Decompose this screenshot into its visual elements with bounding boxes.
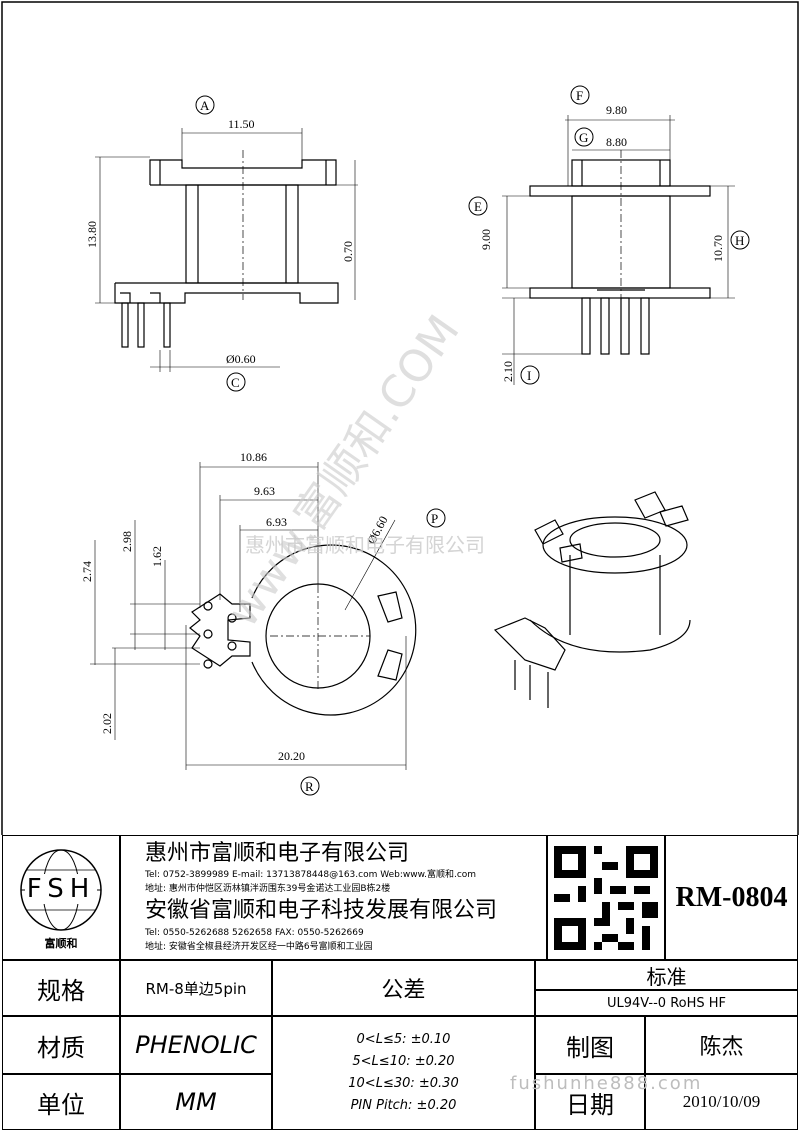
- front-height-dim: 13.80: [85, 221, 99, 248]
- spec-value: RM-8单边5pin: [120, 960, 272, 1016]
- unit-value: MM: [120, 1074, 272, 1130]
- bottom-view: [90, 462, 417, 770]
- standard-value: UL94V--0 RoHS HF: [535, 990, 798, 1016]
- bottom-v1-dim: 2.98: [120, 531, 134, 552]
- tolerance-line-4: PIN Pitch: ±0.20: [350, 1098, 457, 1113]
- material-label: 材质: [2, 1016, 120, 1074]
- balloon-f-label: F: [576, 88, 583, 103]
- model-cell: RM-0804: [665, 835, 798, 960]
- bottom-d3-dim: 6.93: [266, 515, 287, 529]
- tolerance-label: 公差: [272, 960, 535, 1016]
- balloon-i-label: I: [527, 368, 531, 383]
- balloon-a: [195, 95, 215, 115]
- material-value: PHENOLIC: [120, 1016, 272, 1074]
- title-block: FSH 富顺和 惠州市富顺和电子有限公司 Tel: 0752-3899989 E…: [0, 835, 800, 1132]
- bottom-v3-dim: 2.74: [80, 561, 94, 582]
- company-name-1: 惠州市富顺和电子有限公司: [145, 841, 410, 866]
- side-e-dim: 9.00: [479, 229, 493, 250]
- side-view: [502, 115, 735, 385]
- side-inner-dim: 8.80: [606, 135, 627, 149]
- side-h-dim: 10.70: [711, 235, 725, 262]
- front-width-dim: 11.50: [228, 117, 255, 131]
- qr-cell: [547, 835, 665, 960]
- standard-label: 标准: [535, 960, 798, 990]
- tolerance-line-3: 10<L≤30: ±0.30: [348, 1076, 459, 1091]
- watermark-site: fushunhe888.com: [510, 1073, 703, 1094]
- model-number: RM-0804: [675, 881, 788, 913]
- tolerance-values: 0<L≤5: ±0.10 5<L≤10: ±0.20 10<L≤30: ±0.3…: [272, 1016, 535, 1130]
- drawer-value: 陈杰: [645, 1016, 798, 1074]
- date-value: 2010/10/09: [645, 1074, 798, 1130]
- company-tel-2: Tel: 0550-5262688 5262658 FAX: 0550-5262…: [145, 928, 364, 938]
- balloon-g-label: G: [579, 130, 588, 145]
- balloon-p-label: P: [431, 511, 438, 526]
- balloon-h-label: H: [735, 233, 744, 248]
- bottom-v2-dim: 1.62: [150, 546, 164, 567]
- balloon-a-label: A: [200, 98, 210, 113]
- logo-chinese: 富顺和: [44, 936, 78, 950]
- isometric-view: [493, 491, 691, 708]
- side-outer-dim: 9.80: [606, 103, 627, 117]
- company-addr-1: 地址: 惠州市仲恺区沥林镇泮沥围东39号金诺达工业园B栋2楼: [145, 884, 391, 894]
- front-view: [95, 128, 358, 372]
- unit-label: 单位: [2, 1074, 120, 1130]
- company-addr-2: 地址: 安徽省全椒县经济开发区经一中路6号富顺和工业园: [145, 942, 373, 952]
- logo-cell: FSH 富顺和: [2, 835, 120, 960]
- front-pin-dia-dim: Ø0.60: [226, 352, 256, 366]
- balloon-c: [226, 372, 246, 392]
- bottom-d2-dim: 9.63: [254, 484, 275, 498]
- tolerance-line-2: 5<L≤10: ±0.20: [352, 1054, 455, 1069]
- side-pin-len-dim: 2.10: [501, 361, 515, 382]
- spec-label: 规格: [2, 960, 120, 1016]
- bottom-d1-dim: 10.86: [240, 450, 267, 464]
- date-label: 日期: [535, 1074, 645, 1130]
- front-wall-dim: 0.70: [341, 241, 355, 262]
- logo-text: FSH: [24, 874, 98, 904]
- watermark-company: 惠州市富顺和电子有限公司: [245, 533, 485, 557]
- company-info: 惠州市富顺和电子有限公司 Tel: 0752-3899989 E-mail: 1…: [120, 835, 547, 960]
- tolerance-line-1: 0<L≤5: ±0.10: [356, 1032, 451, 1047]
- bottom-v4-dim: 2.02: [100, 713, 114, 734]
- balloon-r-label: R: [305, 779, 314, 794]
- company-name-2: 安徽省富顺和电子科技发展有限公司: [145, 898, 498, 923]
- balloon-c-label: C: [231, 375, 240, 390]
- balloon-e-label: E: [474, 199, 482, 214]
- drawer-label: 制图: [535, 1016, 645, 1074]
- technical-drawing: 11.50 13.80 0.70 Ø0.60 A C 9.80 8.80 9: [1, 1, 799, 835]
- bottom-width-dim: 20.20: [278, 749, 305, 763]
- company-tel-1: Tel: 0752-3899989 E-mail: 13713878448@16…: [145, 870, 477, 880]
- qr-code-icon: [554, 845, 658, 950]
